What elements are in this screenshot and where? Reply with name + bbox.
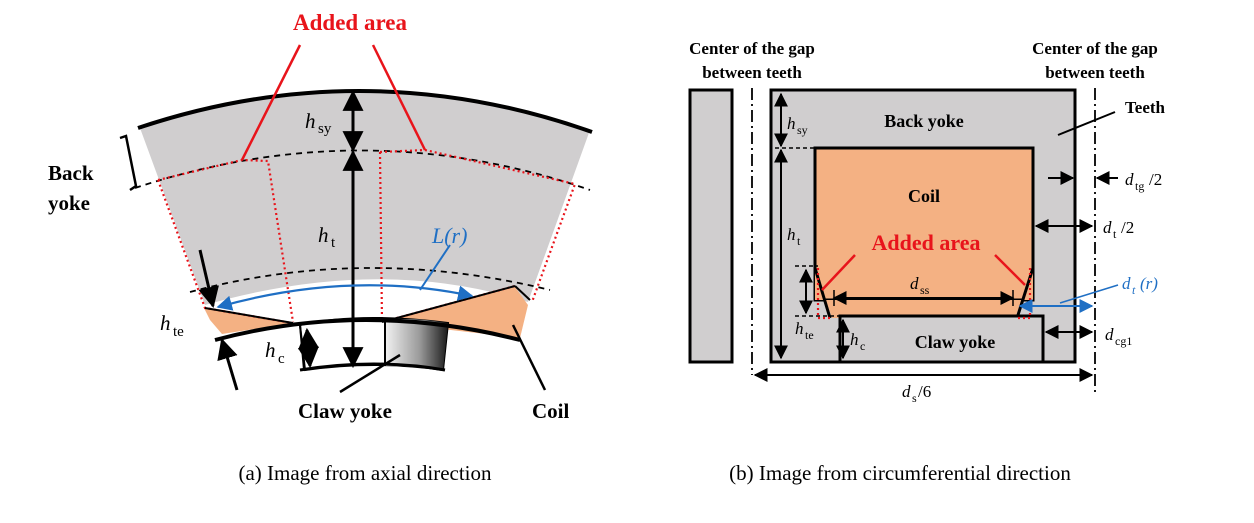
svg-text:ss: ss xyxy=(920,283,930,297)
svg-text:d: d xyxy=(1105,325,1114,344)
svg-text:c: c xyxy=(860,339,865,353)
coil-lower-region xyxy=(815,268,1033,318)
back-yoke-label-b: Back yoke xyxy=(884,111,964,131)
svg-text:d: d xyxy=(910,274,919,293)
dtg-label: d tg /2 xyxy=(1125,170,1162,193)
svg-text:t: t xyxy=(797,234,801,248)
svg-text:c: c xyxy=(278,351,285,367)
hc-dimension-arrow xyxy=(297,327,320,369)
added-area-leader-right xyxy=(371,44,427,151)
stator-gray-body xyxy=(140,91,590,305)
svg-text:d: d xyxy=(1103,218,1112,237)
back-yoke-bracket xyxy=(119,134,138,192)
claw-yoke-block-b xyxy=(838,314,1045,364)
added-area-leader-b-right xyxy=(994,254,1026,286)
dcg1-label: d cg1 xyxy=(1105,325,1132,348)
center-gap-right-line2: between teeth xyxy=(1045,63,1145,82)
svg-text:d: d xyxy=(902,382,911,401)
hte-dimension-arrow-bottom xyxy=(217,337,239,391)
svg-text:/2: /2 xyxy=(1121,218,1134,237)
svg-text:d: d xyxy=(1122,274,1131,293)
panel-b: Center of the gap between teeth Center o… xyxy=(688,39,1166,485)
added-area-label-a: Added area xyxy=(293,10,407,35)
dss-label: d ss xyxy=(910,274,930,297)
added-area-leader-b-left xyxy=(821,254,856,291)
svg-text:sy: sy xyxy=(797,123,808,137)
back-yoke-label-line1: Back xyxy=(48,161,94,185)
ht-label-a: h t xyxy=(318,223,336,251)
caption-b: (b) Image from circumferential direction xyxy=(729,461,1071,485)
svg-text:d: d xyxy=(1125,170,1134,189)
added-area-label-b: Added area xyxy=(872,230,981,255)
dt-r-leader xyxy=(1059,284,1119,304)
claw-yoke-arc xyxy=(214,318,521,342)
svg-text:h: h xyxy=(318,223,329,247)
svg-text:sy: sy xyxy=(318,121,332,137)
lr-leader-line xyxy=(419,244,451,291)
svg-text:(r): (r) xyxy=(1140,274,1158,293)
dt-r-label: d t (r) xyxy=(1122,274,1158,297)
tooth-tip-dashed-arc xyxy=(189,267,551,293)
yoke-boundary-dashed-arc xyxy=(134,149,591,191)
svg-text:h: h xyxy=(265,338,276,362)
center-gap-left-line2: between teeth xyxy=(702,63,802,82)
tooth-gap-left xyxy=(120,188,205,340)
claw-yoke-label-b: Claw yoke xyxy=(915,332,996,352)
coil-left-region xyxy=(204,308,292,334)
svg-text:t: t xyxy=(331,235,336,251)
back-yoke-label-line2: yoke xyxy=(48,191,90,215)
claw-yoke-leader xyxy=(339,353,401,394)
hc-label-b: h c xyxy=(850,330,865,353)
teeth-label: Teeth xyxy=(1125,98,1166,117)
ht-label-b: h t xyxy=(787,225,801,248)
lr-label: L(r) xyxy=(431,223,467,248)
svg-text:s: s xyxy=(912,391,917,405)
hc-label-a: h c xyxy=(265,338,285,367)
svg-text:t: t xyxy=(1132,283,1136,297)
svg-text:h: h xyxy=(787,225,796,244)
added-area-leader-left xyxy=(240,44,302,161)
claw-yoke-gradient xyxy=(385,318,448,370)
coil-block-b xyxy=(813,146,1035,302)
svg-text:/2: /2 xyxy=(1149,170,1162,189)
svg-text:te: te xyxy=(805,328,814,342)
back-yoke-outer-arc xyxy=(137,89,593,134)
hsy-label-a: h sy xyxy=(305,109,332,137)
teeth-leader xyxy=(1057,111,1116,136)
panel-a: Added area Back yoke h sy h t L(r) h te … xyxy=(48,10,620,485)
svg-text:te: te xyxy=(173,324,184,340)
coil-label-a: Coil xyxy=(532,399,570,423)
svg-text:cg1: cg1 xyxy=(1115,334,1132,348)
hsy-label-b: h sy xyxy=(787,114,808,137)
coil-label-b: Coil xyxy=(908,186,940,206)
svg-text:h: h xyxy=(850,330,859,349)
svg-text:t: t xyxy=(1113,227,1117,241)
tooth-gap-right xyxy=(530,188,620,330)
svg-text:tg: tg xyxy=(1135,179,1144,193)
claw-yoke-label-a: Claw yoke xyxy=(298,399,392,423)
svg-text:h: h xyxy=(160,311,171,335)
hte-label-a: h te xyxy=(160,311,184,340)
added-area-outline-b xyxy=(816,268,1032,320)
ds6-label: d s /6 xyxy=(902,382,931,405)
center-gap-right-line1: Center of the gap xyxy=(1032,39,1158,58)
center-gap-left-line1: Center of the gap xyxy=(689,39,815,58)
caption-a: (a) Image from axial direction xyxy=(238,461,492,485)
lr-blue-arc-arrow xyxy=(216,284,474,311)
svg-text:h: h xyxy=(795,319,804,338)
neighbor-tooth-block xyxy=(688,88,734,364)
svg-text:h: h xyxy=(787,114,796,133)
dt-half-label: d t /2 xyxy=(1103,218,1134,241)
hte-dimension-arrow-top xyxy=(198,249,219,309)
svg-text:h: h xyxy=(305,109,316,133)
hte-label-b: h te xyxy=(795,319,814,342)
coil-leader-a xyxy=(511,324,547,391)
svg-text:/6: /6 xyxy=(918,382,931,401)
